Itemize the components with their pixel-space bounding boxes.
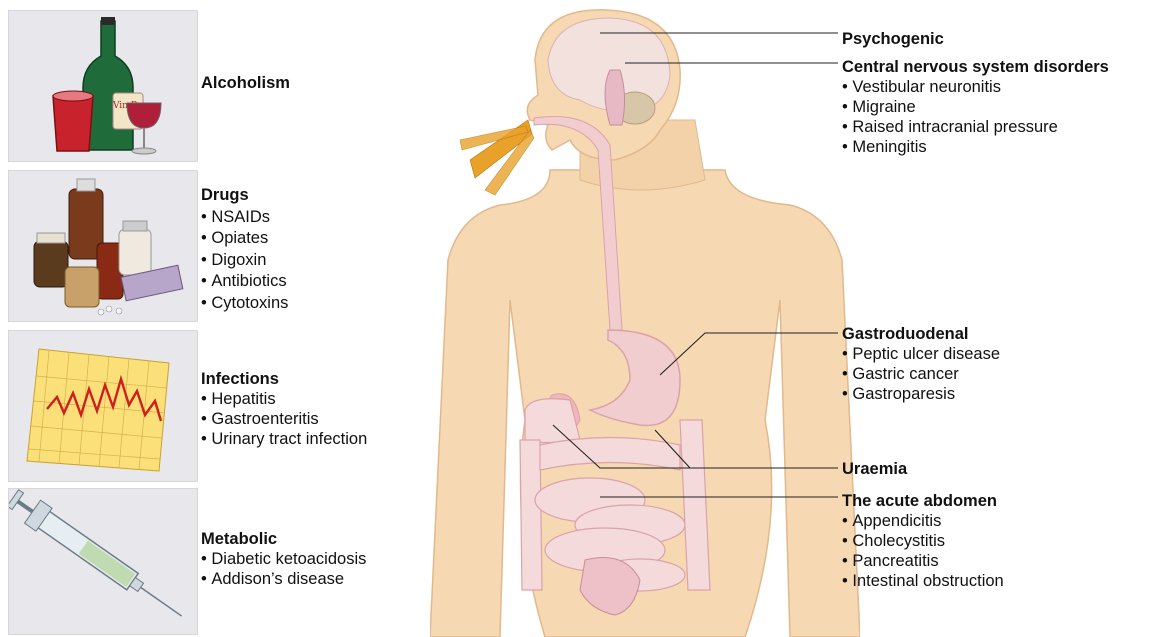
cause-title: Central nervous system disorders [842,57,1109,77]
cause-drugs: Drugs NSAIDs Opiates Digoxin Antibiotics… [201,185,288,314]
cause-item: Raised intracranial pressure [842,117,1109,137]
cause-gastroduodenal: Gastroduodenal Peptic ulcer disease Gast… [842,324,1000,404]
cause-item: Urinary tract infection [201,429,367,449]
cause-item: NSAIDs [201,207,288,229]
cause-item: Vestibular neuronitis [842,77,1109,97]
drugs-panel [8,170,198,322]
cause-item: Peptic ulcer disease [842,344,1000,364]
cause-item: Cytotoxins [201,293,288,315]
cause-item: Cholecystitis [842,531,1004,551]
cause-item: Appendicitis [842,511,1004,531]
fever-chart-icon [9,331,197,481]
alcohol-bottles-icon: Vin Ro [9,11,197,161]
human-body-figure [430,0,860,637]
alcohol-panel: Vin Ro [8,10,198,162]
cause-item: Intestinal obstruction [842,571,1004,591]
vomit [460,120,534,195]
cause-item: Gastroenteritis [201,409,367,429]
cause-item: Digoxin [201,250,288,272]
cause-item: Hepatitis [201,389,367,409]
cause-cns-disorders: Central nervous system disorders Vestibu… [842,57,1109,157]
syringe-icon [9,489,197,634]
cause-item: Gastric cancer [842,364,1000,384]
cause-title: Metabolic [201,529,366,549]
cause-item: Pancreatitis [842,551,1004,571]
medicine-bottles-icon [9,171,197,321]
cause-item: Addison’s disease [201,569,366,589]
cause-title: The acute abdomen [842,491,1004,511]
cause-title: Uraemia [842,459,907,479]
cause-alcoholism: Alcoholism [201,73,290,93]
cause-item: Antibiotics [201,271,288,293]
cause-item: Diabetic ketoacidosis [201,549,366,569]
cause-title: Infections [201,369,367,389]
cause-title: Drugs [201,185,288,207]
cause-item: Meningitis [842,137,1109,157]
cause-title: Alcoholism [201,73,290,93]
cause-item: Migraine [842,97,1109,117]
cause-uraemia: Uraemia [842,459,907,479]
cause-title: Psychogenic [842,29,944,49]
brainstem [605,70,625,125]
metabolic-panel [8,488,198,635]
cause-metabolic: Metabolic Diabetic ketoacidosis Addison’… [201,529,366,589]
cause-acute-abdomen: The acute abdomen Appendicitis Cholecyst… [842,491,1004,591]
cause-infections: Infections Hepatitis Gastroenteritis Uri… [201,369,367,449]
cause-item: Opiates [201,228,288,250]
cause-title: Gastroduodenal [842,324,1000,344]
cause-item: Gastroparesis [842,384,1000,404]
infections-panel [8,330,198,482]
cause-psychogenic: Psychogenic [842,29,944,49]
